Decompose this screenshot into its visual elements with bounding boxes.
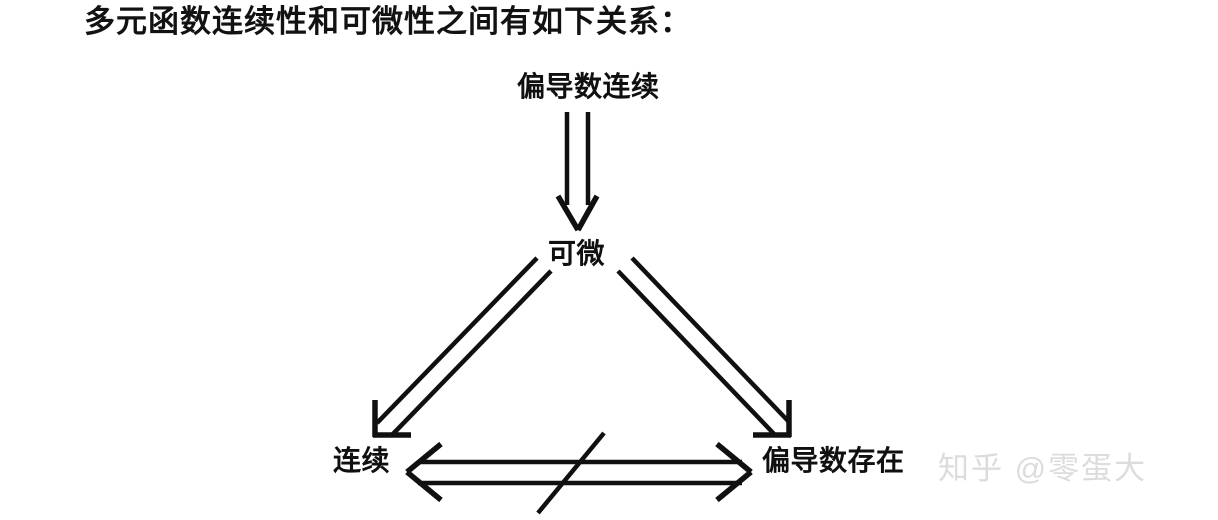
arrow-continuous-partials-exist: [405, 441, 753, 503]
arrow-middle-to-continuous: [372, 256, 553, 438]
node-differentiable: 可微: [548, 239, 606, 270]
node-partial-derivatives-exist: 偏导数存在: [762, 446, 905, 477]
node-continuous: 连续: [333, 446, 391, 477]
arrow-middle-to-partials-exist: [616, 256, 792, 438]
node-partial-derivatives-continuous: 偏导数连续: [517, 72, 660, 103]
watermark: 知乎 @零蛋大: [938, 451, 1148, 486]
page-title: 多元函数连续性和可微性之间有如下关系：: [84, 4, 692, 39]
negation-slash-icon: [536, 431, 606, 515]
arrow-top-to-middle: [555, 112, 600, 232]
